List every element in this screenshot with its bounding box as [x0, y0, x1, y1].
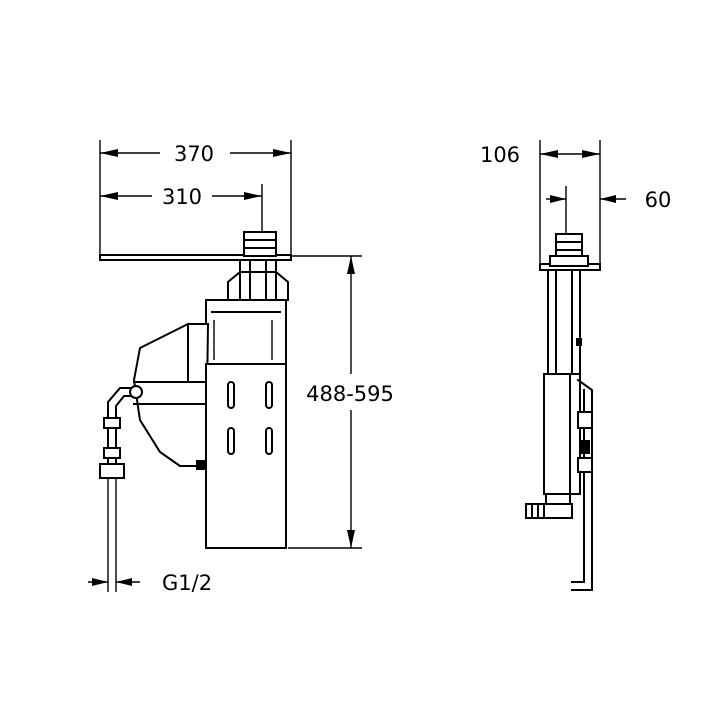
dim-height-line: [347, 256, 355, 548]
dim-60-line: [546, 195, 626, 203]
valve-block: [205, 299, 287, 365]
front-view: 370 310: [88, 140, 394, 595]
dim-370-label: 370: [174, 142, 214, 166]
dim-370-line: [100, 149, 291, 157]
housing: [205, 363, 287, 549]
side-view: 106 60: [480, 140, 672, 591]
top-nozzle: [243, 231, 277, 257]
mounting-plate: [99, 254, 292, 261]
dim-310-label: 310: [162, 185, 202, 209]
dim-310-line: [100, 192, 262, 200]
dim-60-label: 60: [645, 188, 672, 212]
supply-hose: [107, 387, 135, 469]
cistern-tank: [132, 323, 210, 467]
dim-height-label: 488-595: [306, 382, 394, 406]
dim-106-line: [540, 150, 600, 158]
mounting-bracket: [571, 378, 593, 591]
dim-thread-line: [88, 578, 140, 586]
side-housing: [547, 269, 581, 375]
dim-106-label: 106: [480, 143, 520, 167]
dim-thread-label: G1/2: [162, 571, 212, 595]
